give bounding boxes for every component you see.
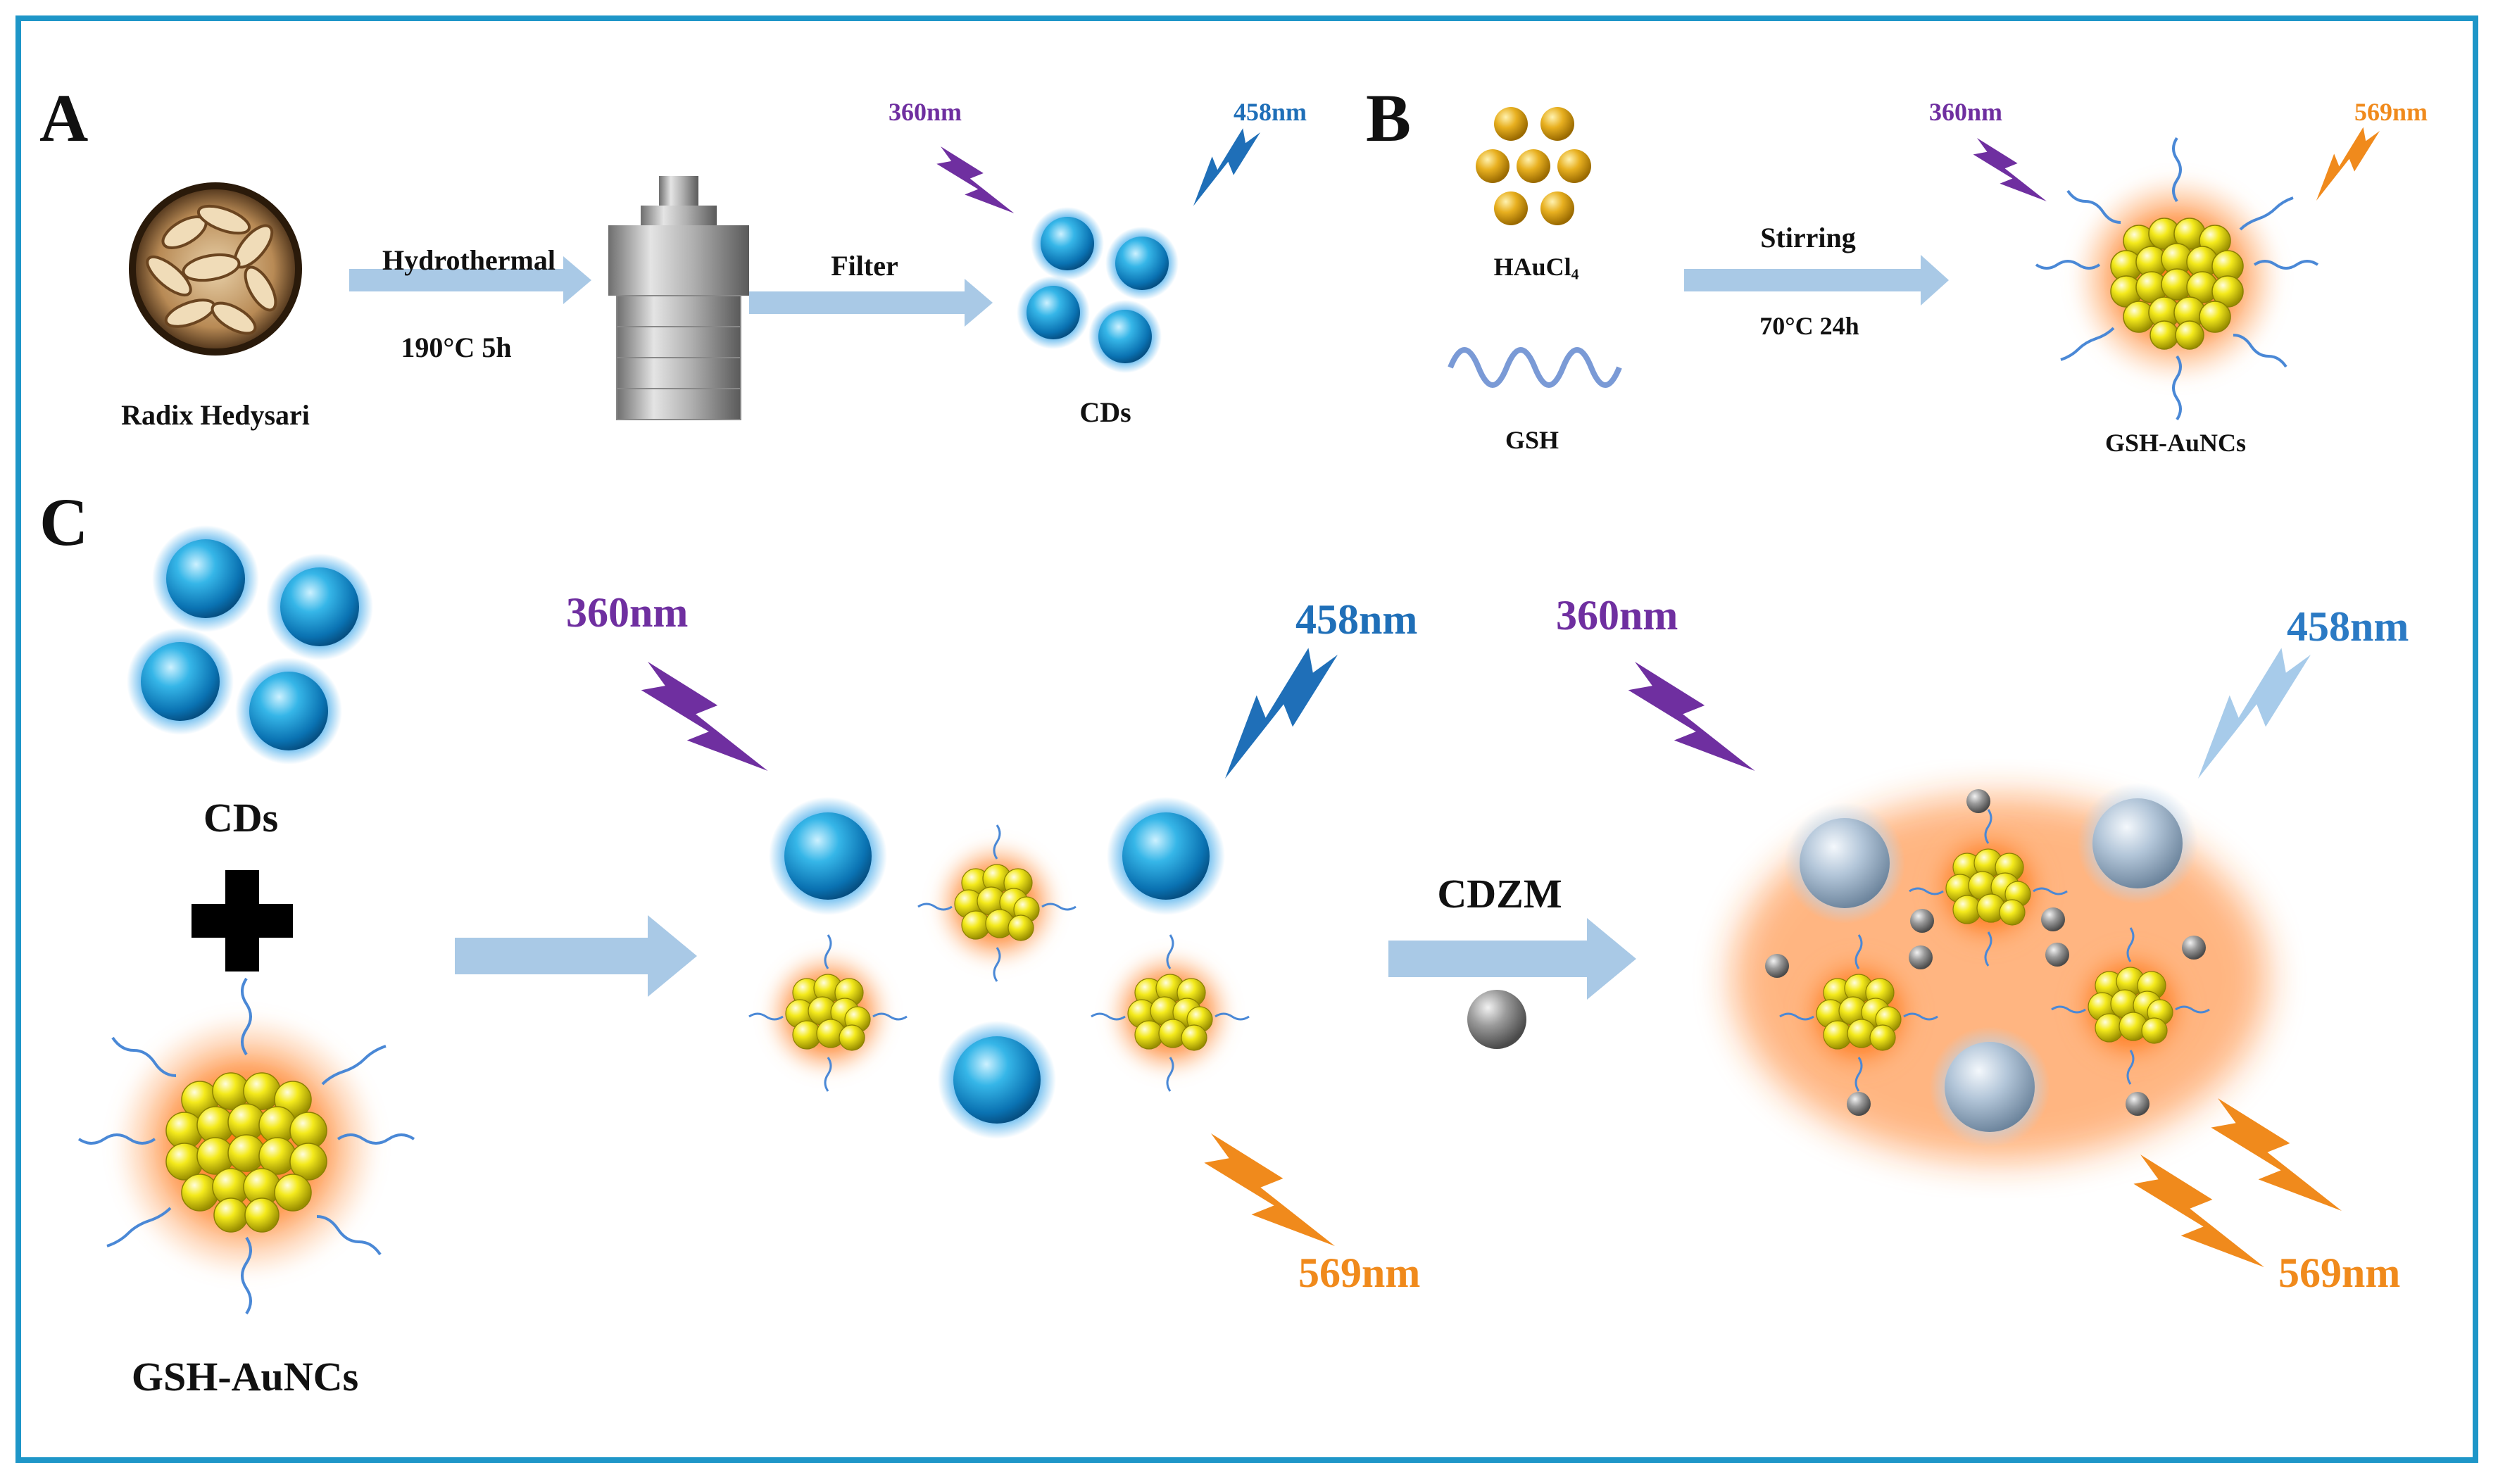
hydrothermal-label: Hydrothermal <box>382 244 556 276</box>
emission-label-b: 569nm <box>2354 98 2428 126</box>
arrow-stirring <box>1684 255 1949 306</box>
panel-label-c: C <box>39 484 89 560</box>
filter-label: Filter <box>831 250 898 282</box>
emission-lightning-icon-b <box>2316 127 2380 201</box>
emission-orange-label-c1: 569nm <box>1298 1250 1421 1296</box>
herb-slices-photo <box>129 182 302 356</box>
haucl4-label: HAuCl4 <box>1493 253 1579 283</box>
excitation-lightning-icon-c1 <box>641 662 768 771</box>
hydrothermal-condition: 190°C 5h <box>401 332 512 363</box>
cds-particles-c <box>127 525 373 765</box>
cdzm-molecule-icon <box>1467 990 1526 1049</box>
gsh-auncs-particle-c <box>77 977 415 1315</box>
excitation-lightning-icon-b <box>1973 138 2047 201</box>
emission-orange-lightning-icon-c1 <box>1204 1133 1335 1246</box>
arrow-filter <box>749 279 993 327</box>
emission-lightning-icon-c1 <box>1225 648 1338 779</box>
emission-label-a: 458nm <box>1234 98 1307 126</box>
emission-orange-lightning-icon-c2a <box>2211 1098 2342 1211</box>
emission-label-c2: 458nm <box>2287 603 2409 650</box>
excitation-label-c1: 360nm <box>566 589 689 636</box>
cds-particles-a <box>1017 207 1179 373</box>
gsh-auncs-label-c: GSH-AuNCs <box>131 1354 359 1400</box>
cdzm-label: CDZM <box>1437 871 1562 917</box>
gsh-label: GSH <box>1505 426 1559 454</box>
excitation-label-c2: 360nm <box>1556 592 1678 639</box>
mixture-quenched <box>1732 783 2267 1162</box>
emission-orange-label-c2: 569nm <box>2278 1250 2401 1296</box>
excitation-lightning-icon-c2 <box>1628 662 1755 771</box>
emission-lightning-icon-a <box>1193 128 1260 206</box>
arrow-mix <box>455 915 697 997</box>
plus-icon <box>192 870 293 971</box>
emission-faded-lightning-icon-c2 <box>2198 648 2311 779</box>
gsh-auncs-label-b: GSH-AuNCs <box>2104 429 2247 457</box>
cds-label-c: CDs <box>203 795 279 841</box>
stirring-condition: 70°C 24h <box>1759 312 1859 340</box>
arrow-hydrothermal <box>349 256 591 304</box>
excitation-label-b: 360nm <box>1929 98 2003 126</box>
excitation-label-a: 360nm <box>889 98 962 126</box>
gsh-strand-icon <box>1448 347 1622 388</box>
haucl4-particles <box>1476 107 1591 225</box>
arrow-cdzm <box>1388 918 1636 1000</box>
stirring-label: Stirring <box>1760 222 1856 253</box>
excitation-lightning-icon-a <box>936 146 1015 213</box>
mixture-unquenched <box>748 797 1250 1139</box>
emission-orange-lightning-icon-c2b <box>2133 1155 2264 1267</box>
panel-label-b: B <box>1366 80 1412 156</box>
cds-label-a: CDs <box>1079 396 1131 428</box>
panel-label-a: A <box>39 80 89 156</box>
emission-label-c1: 458nm <box>1295 596 1418 643</box>
hydrothermal-reactor-icon <box>608 176 749 420</box>
gsh-auncs-particle-b <box>2035 137 2319 421</box>
herb-label: Radix Hedysari <box>121 399 310 431</box>
